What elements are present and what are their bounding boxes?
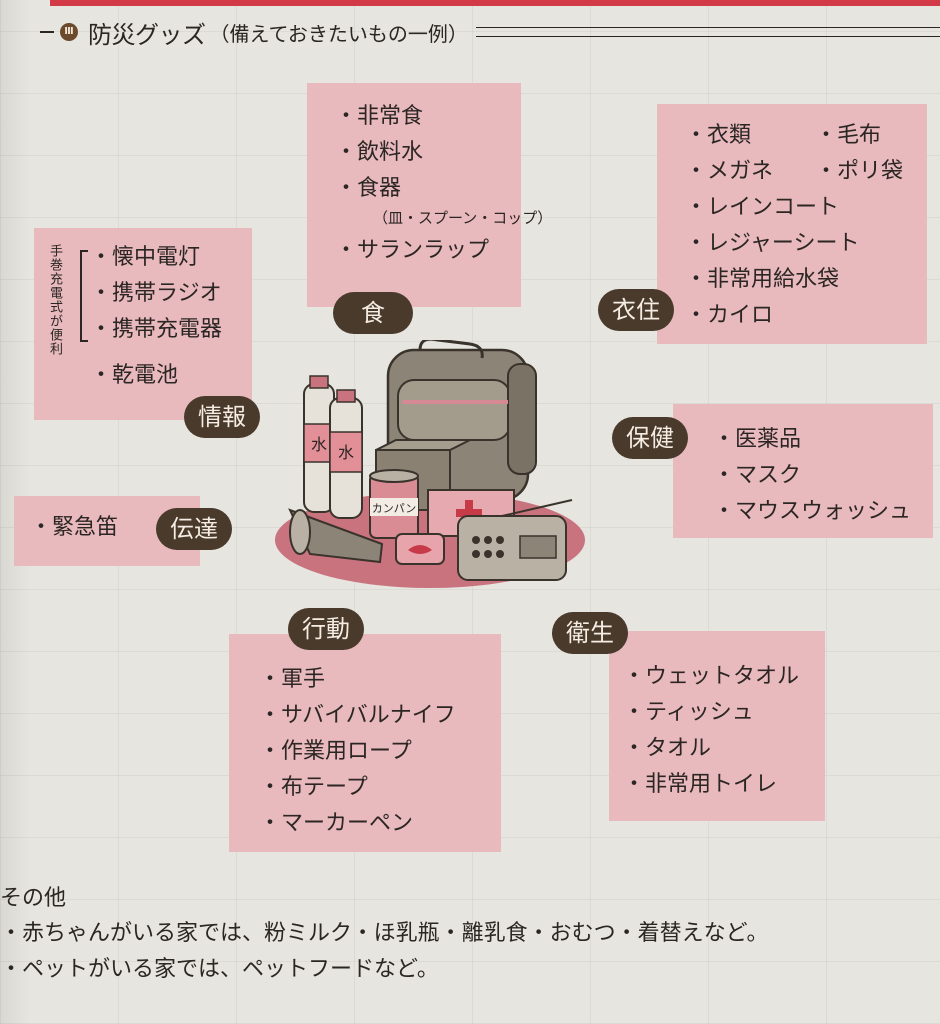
- action-item: サバイバルナイフ: [259, 698, 501, 734]
- radio-icon: [457, 499, 573, 581]
- food-item: 食器: [335, 171, 521, 207]
- water-bottle-icon: 水: [303, 375, 335, 513]
- category-label-hygiene: 衛生: [552, 612, 628, 654]
- title-mark: Ⅲ: [40, 23, 78, 41]
- clothing-item: ポリ袋: [815, 154, 903, 190]
- clothing-item: カイロ: [685, 298, 927, 334]
- action-item: マーカーペン: [259, 806, 501, 842]
- food-box: 非常食 飲料水 食器 （皿・スプーン・コップ） サランラップ: [307, 83, 553, 307]
- emergency-kit-illustration: 水 水 カンパン: [275, 340, 585, 588]
- clothing-item: メガネ: [685, 154, 927, 190]
- title-row: Ⅲ 防災グッズ （備えておきたいもの一例）: [40, 12, 940, 52]
- other-title: その他: [0, 886, 67, 911]
- title-dash: [40, 31, 54, 33]
- category-label-action: 行動: [288, 608, 364, 650]
- other-item: ペットがいる家では、ペットフードなど。: [0, 952, 768, 988]
- category-label-clothing: 衣住: [598, 289, 674, 331]
- food-item: 飲料水: [335, 135, 521, 171]
- other-section: その他 赤ちゃんがいる家では、粉ミルク・ほ乳瓶・離乳食・おむつ・着替えなど。 ペ…: [0, 882, 768, 988]
- category-label-communication: 伝達: [156, 508, 232, 550]
- info-item: 懐中電灯: [90, 240, 252, 276]
- info-bracket: [80, 250, 88, 342]
- communication-item: 緊急笛: [30, 510, 200, 546]
- info-item: 携帯ラジオ: [90, 276, 252, 312]
- bottle-label: 水: [338, 443, 354, 462]
- clothing-item: 非常用給水袋: [685, 262, 927, 298]
- water-bottle-icon: 水: [329, 389, 363, 519]
- flashlight-icon: [288, 508, 384, 564]
- clothing-item: 衣類: [685, 118, 927, 154]
- category-label-food: 食: [333, 292, 413, 334]
- canned-fish-icon: [395, 533, 445, 565]
- info-side-note: 手巻充電式が便利: [47, 244, 62, 356]
- hygiene-item: ウェットタオル: [623, 659, 825, 695]
- health-box: 医薬品 マスク マウスウォッシュ: [673, 404, 933, 538]
- food-item: サランラップ: [335, 233, 521, 269]
- info-box: 懐中電灯 携帯ラジオ 携帯充電器 乾電池: [34, 228, 252, 420]
- action-item: 作業用ロープ: [259, 734, 501, 770]
- clothing-box: 衣類 メガネ レインコート レジャーシート 非常用給水袋 カイロ 毛布 ポリ袋: [657, 104, 927, 344]
- title-double-rule: [475, 27, 940, 37]
- hygiene-item: ティッシュ: [623, 695, 825, 731]
- info-item: 携帯充電器: [90, 312, 252, 348]
- title-badge-icon: Ⅲ: [60, 23, 78, 41]
- page-subtitle: （備えておきたいもの一例）: [209, 21, 468, 46]
- action-item: 布テープ: [259, 770, 501, 806]
- other-item: 赤ちゃんがいる家では、粉ミルク・ほ乳瓶・離乳食・おむつ・着替えなど。: [0, 916, 768, 952]
- hygiene-item: タオル: [623, 731, 825, 767]
- action-item: 軍手: [259, 662, 501, 698]
- action-box: 軍手 サバイバルナイフ 作業用ロープ 布テープ マーカーペン: [229, 634, 501, 852]
- health-item: マスク: [713, 458, 933, 494]
- clothing-item: レインコート: [685, 190, 927, 226]
- info-item: 乾電池: [90, 358, 252, 394]
- food-item: 非常食: [335, 99, 521, 135]
- category-label-info: 情報: [184, 396, 260, 438]
- health-item: マウスウォッシュ: [713, 494, 933, 530]
- hygiene-box: ウェットタオル ティッシュ タオル 非常用トイレ: [609, 631, 825, 821]
- clothing-item: 毛布: [815, 118, 881, 154]
- hygiene-item: 非常用トイレ: [623, 767, 825, 803]
- health-item: 医薬品: [713, 422, 933, 458]
- can-label: カンパン: [372, 502, 417, 515]
- kanpan-can-icon: カンパン: [369, 469, 419, 539]
- clothing-item: レジャーシート: [685, 226, 927, 262]
- category-label-health: 保健: [612, 417, 688, 459]
- page-title: 防災グッズ: [88, 20, 206, 49]
- bottle-label: 水: [311, 435, 327, 454]
- food-item-note: （皿・スプーン・コップ）: [373, 209, 553, 227]
- top-rule: [50, 0, 940, 6]
